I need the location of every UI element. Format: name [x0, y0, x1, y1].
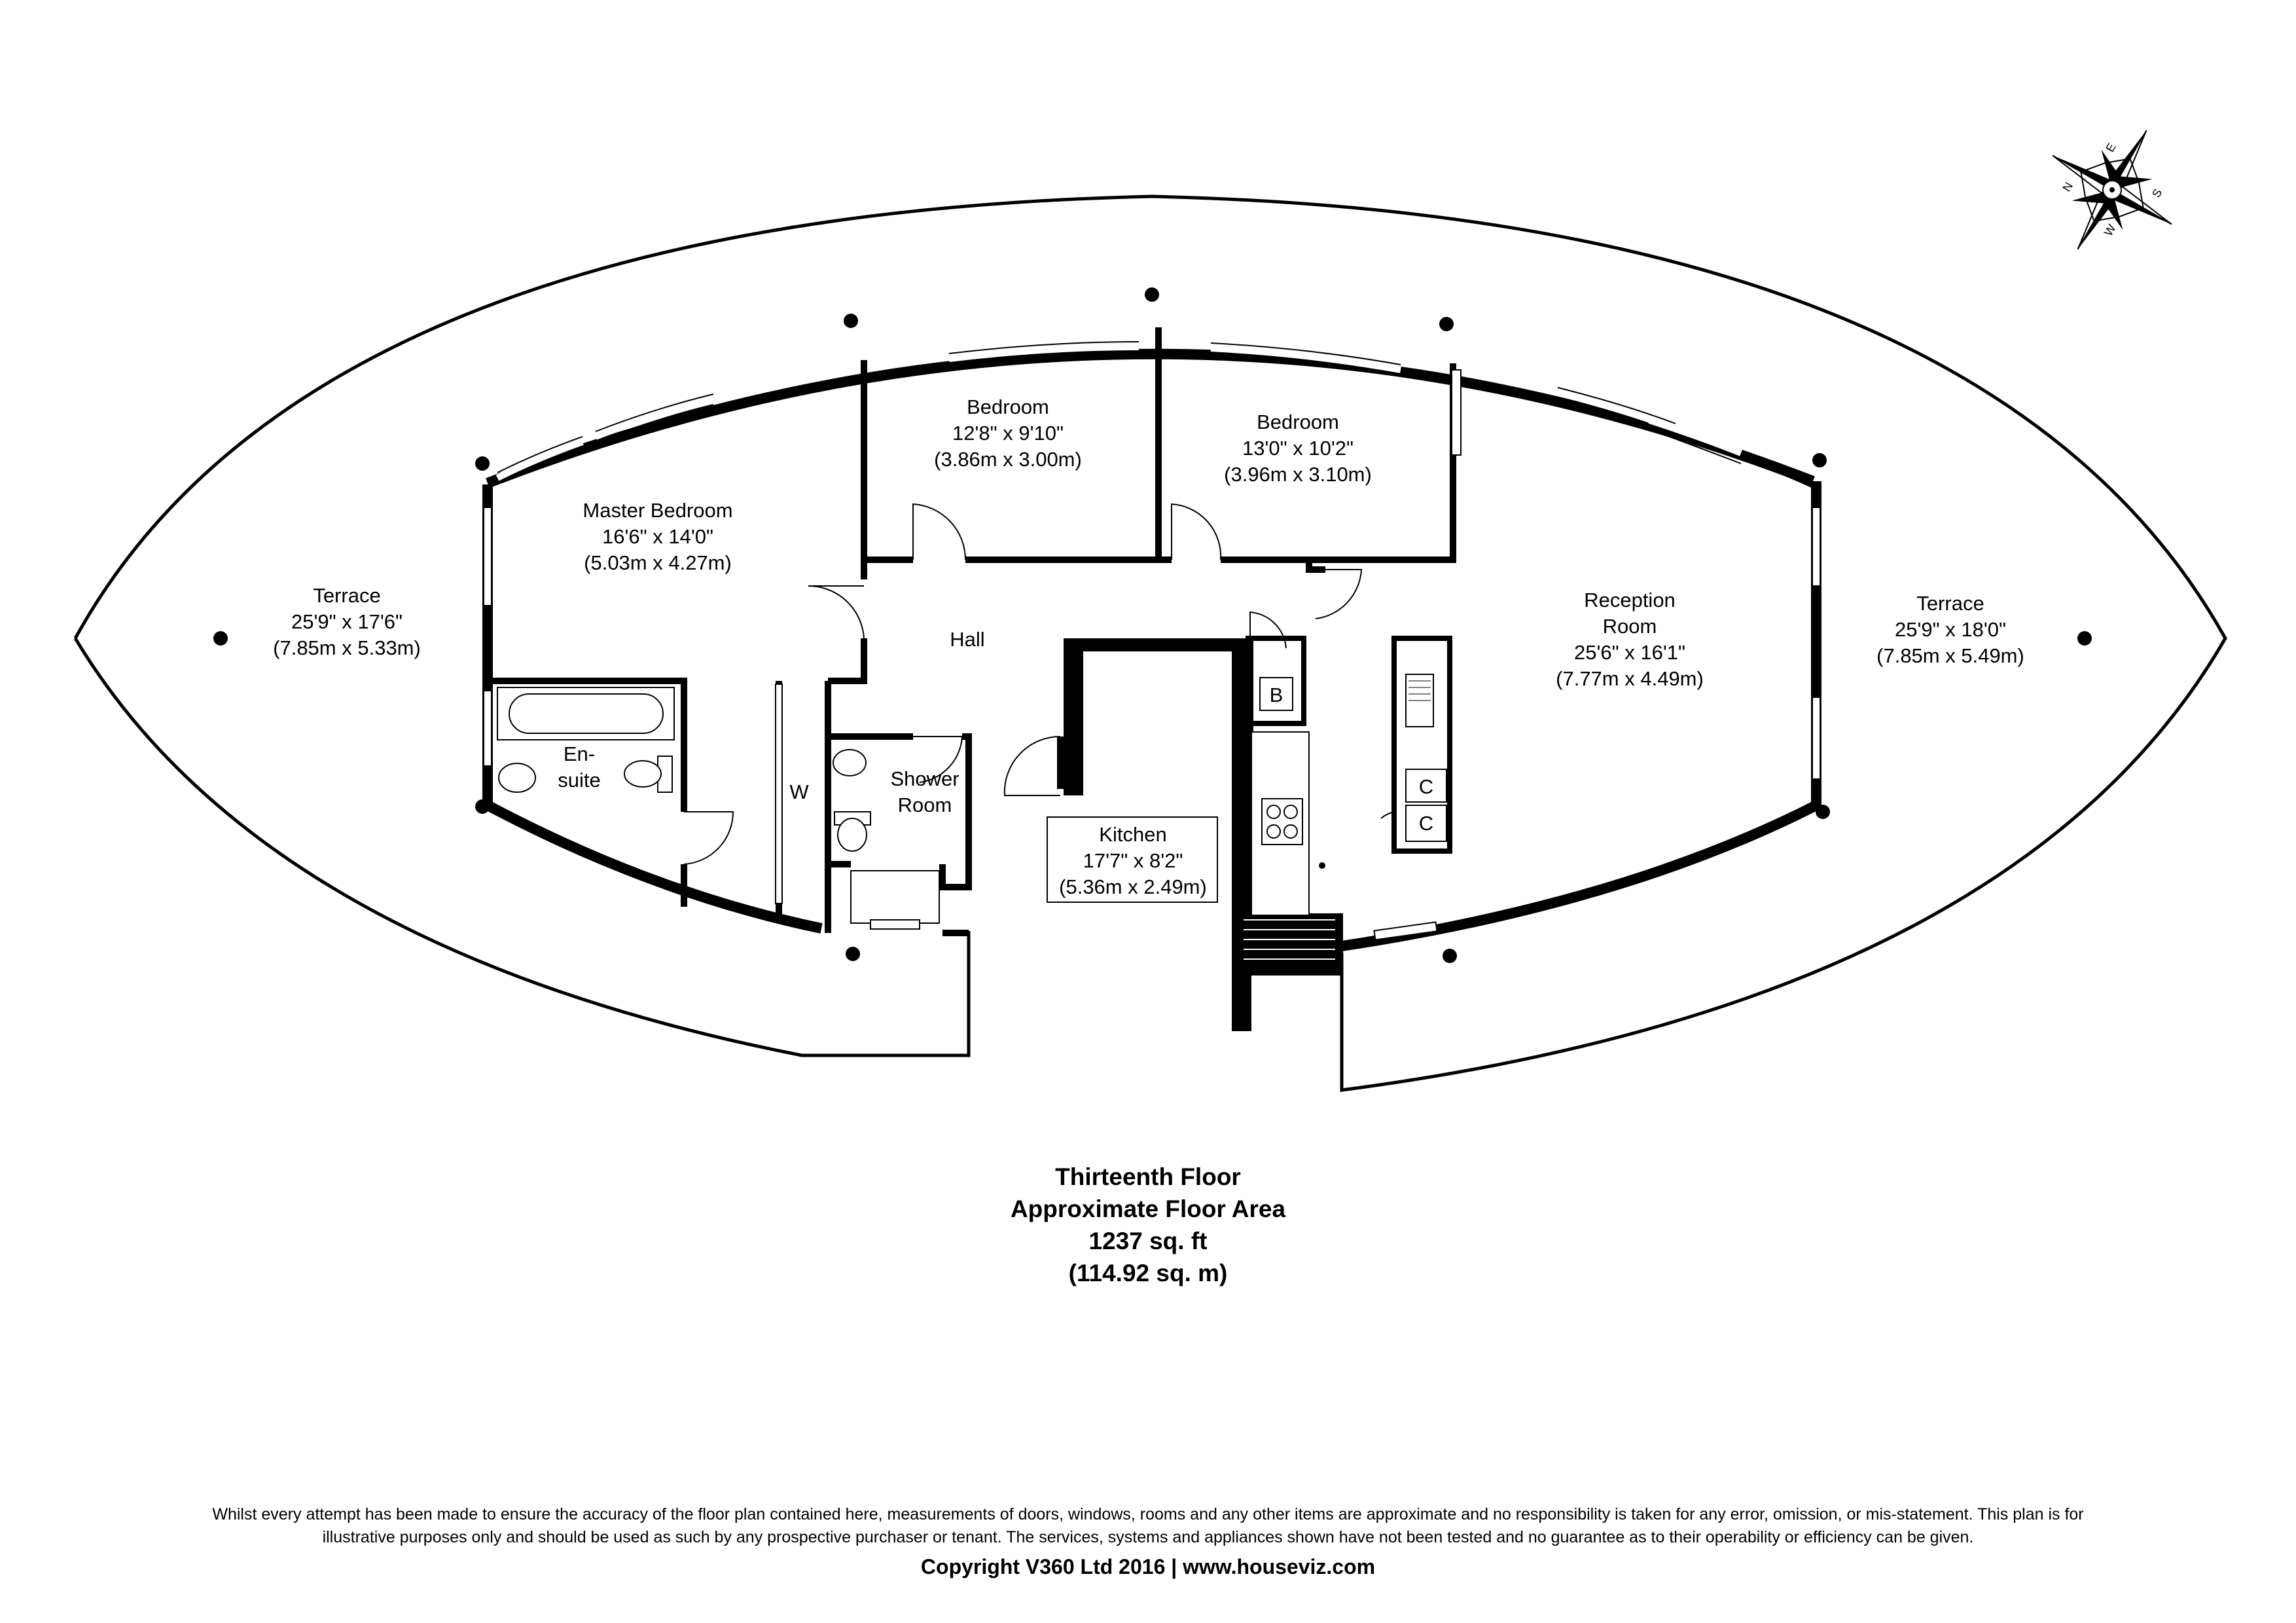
room-label-hall: Hall [950, 628, 984, 651]
door-swings [683, 503, 1395, 865]
outer-wall-top [486, 348, 1815, 488]
bath-icon [497, 687, 675, 740]
kitchen-dot [1319, 862, 1325, 869]
room-label-kitchen: Kitchen 17'7" x 8'2" (5.36m x 2.49m) [1059, 823, 1207, 898]
svg-text:Kitchen: Kitchen [1099, 823, 1166, 846]
floor-name: Thirteenth Floor [1055, 1163, 1241, 1190]
svg-text:25'6" x 16'1": 25'6" x 16'1" [1574, 641, 1685, 664]
column-dots [213, 287, 2092, 963]
room-label-shower-room: Shower Room [890, 767, 959, 816]
svg-text:Terrace: Terrace [313, 584, 380, 607]
svg-text:16'6" x 14'0": 16'6" x 14'0" [602, 525, 713, 548]
ensuite-toilet-icon [624, 756, 673, 793]
kitchen-label-box [1047, 816, 1218, 903]
reception-right-window-2 [1812, 697, 1821, 780]
disclaimer-line-1: Whilst every attempt has been made to en… [212, 1505, 2084, 1523]
kitchen-walls [1064, 638, 1343, 1031]
ensuite-left-window [483, 690, 492, 767]
compass-w: W [2102, 222, 2119, 238]
compass-n: N [2060, 180, 2075, 194]
svg-text:Hall: Hall [950, 628, 984, 651]
room-label-bedroom-2: Bedroom 13'0" x 10'2" (3.96m x 3.10m) [1224, 410, 1372, 486]
sink-drainer-icon [1408, 680, 1431, 701]
kitchen-counter [1251, 731, 1310, 916]
terrace-outline [73, 194, 2227, 1092]
svg-text:Reception: Reception [1584, 589, 1676, 611]
shower-tray-icon [850, 870, 940, 924]
terrace-outline-left-bottom [73, 637, 971, 1057]
svg-text:(3.86m x 3.00m): (3.86m x 3.00m) [934, 448, 1082, 471]
cupboard-2-label: C [1419, 812, 1433, 835]
room-label-terrace-left: Terrace 25'9" x 17'6" (7.85m x 5.33m) [273, 584, 421, 659]
reception-right-window-1 [1812, 507, 1821, 587]
svg-text:(7.85m x 5.49m): (7.85m x 5.49m) [1876, 644, 2024, 667]
bedroom2-balcony-door [1451, 369, 1462, 456]
cupboard-1-label: C [1419, 775, 1433, 798]
area-label: Approximate Floor Area [1010, 1195, 1286, 1222]
wardrobe-label: W [789, 780, 809, 803]
compass-e: E [2103, 141, 2118, 154]
svg-text:(5.03m x 4.27m): (5.03m x 4.27m) [584, 551, 732, 574]
svg-text:Room: Room [898, 793, 952, 816]
reception-unit [1391, 636, 1452, 854]
room-label-master-bedroom: Master Bedroom 16'6" x 14'0" (5.03m x 4.… [583, 499, 732, 574]
master-left-window [483, 507, 492, 606]
boiler-cupboard [1246, 636, 1306, 726]
svg-text:25'9" x 18'0": 25'9" x 18'0" [1895, 618, 2006, 641]
room-label-en-suite: En- suite [558, 742, 600, 792]
floor-summary: Thirteenth Floor Approximate Floor Area … [821, 1161, 1475, 1289]
boiler-label: B [1270, 684, 1283, 706]
svg-text:Bedroom: Bedroom [1257, 410, 1339, 433]
compass-s: S [2149, 187, 2164, 200]
boiler-box [1259, 677, 1293, 711]
disclaimer-line-2: illustrative purposes only and should be… [322, 1528, 1974, 1546]
svg-text:Bedroom: Bedroom [967, 395, 1049, 418]
area-sqm: (114.92 sq. m) [1068, 1260, 1228, 1286]
svg-text:13'0" x 10'2": 13'0" x 10'2" [1242, 437, 1354, 460]
svg-text:(3.96m x 3.10m): (3.96m x 3.10m) [1224, 463, 1372, 486]
svg-text:(5.36m x 2.49m): (5.36m x 2.49m) [1059, 875, 1207, 898]
svg-text:17'7" x 8'2": 17'7" x 8'2" [1083, 849, 1183, 872]
shower-room-window [870, 919, 920, 930]
svg-text:(7.77m x 4.49m): (7.77m x 4.49m) [1556, 667, 1704, 690]
compass-rose-icon: N E S W [2052, 130, 2172, 250]
area-sqft: 1237 sq. ft [1088, 1228, 1208, 1254]
room-label-reception-room: Reception Room 25'6" x 16'1" (7.77m x 4.… [1556, 589, 1704, 690]
cupboard-2-box [1405, 805, 1447, 842]
copyright: Copyright V360 Ltd 2016 | www.houseviz.c… [920, 1555, 1376, 1578]
svg-text:En-: En- [564, 742, 595, 765]
disclaimer: Whilst every attempt has been made to en… [33, 1503, 2263, 1549]
svg-text:Shower: Shower [890, 767, 959, 790]
svg-text:suite: suite [558, 769, 600, 792]
room-label-terrace-right: Terrace 25'9" x 18'0" (7.85m x 5.49m) [1876, 592, 2024, 667]
bath-inner [509, 693, 664, 734]
reception-bottom-window [1373, 921, 1438, 941]
cupboard-1-box [1405, 769, 1447, 803]
svg-text:Master Bedroom: Master Bedroom [583, 499, 732, 522]
top-windows [495, 344, 1742, 481]
svg-text:25'9" x 17'6": 25'9" x 17'6" [291, 610, 403, 633]
hob-icon [1261, 798, 1303, 845]
svg-text:12'8" x 9'10": 12'8" x 9'10" [952, 422, 1064, 445]
shower-toilet-icon [834, 811, 871, 852]
top-window-lines [497, 341, 1814, 488]
svg-text:Terrace: Terrace [1916, 592, 1984, 615]
room-label-bedroom-1: Bedroom 12'8" x 9'10" (3.86m x 3.00m) [934, 395, 1082, 471]
svg-text:(7.85m x 5.33m): (7.85m x 5.33m) [273, 636, 421, 659]
kitchen-wall-hatch [1244, 919, 1335, 960]
wardrobe-door [775, 684, 783, 904]
shower-basin-icon [833, 749, 867, 776]
svg-text:Room: Room [1603, 615, 1657, 638]
outer-wall-bottom-left [485, 800, 823, 934]
ensuite-basin-icon [498, 763, 536, 793]
